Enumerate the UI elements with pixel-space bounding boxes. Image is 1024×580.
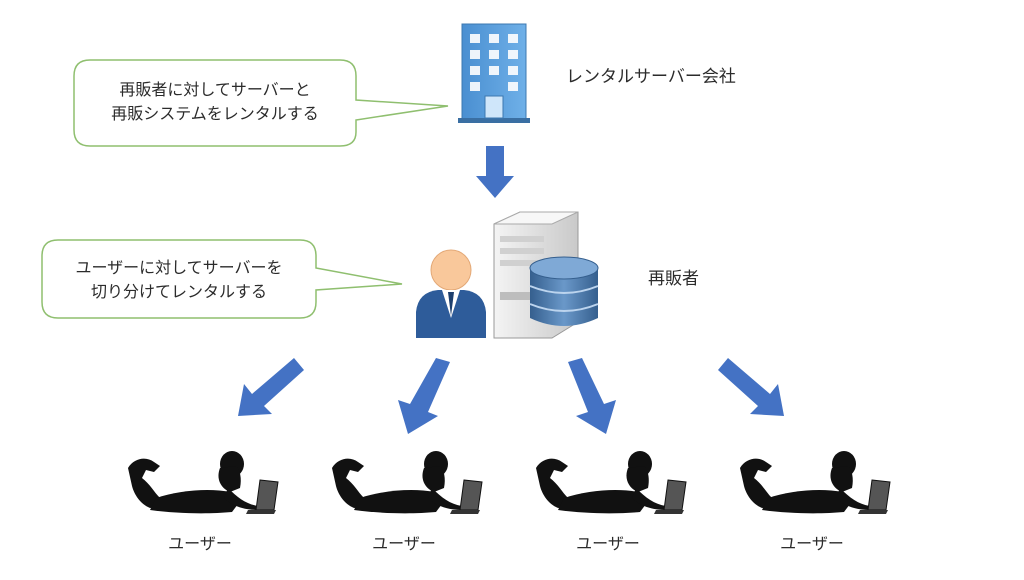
office-building-icon — [458, 23, 530, 123]
callout-top-line-2: 再販システムをレンタルする — [111, 104, 319, 123]
arrow-to-user-1 — [238, 358, 304, 416]
arrow-down-icon — [476, 146, 514, 198]
callout-mid-line-2: 切り分けてレンタルする — [90, 282, 267, 301]
callout-mid-text: ユーザーに対してサーバーを 切り分けてレンタルする — [42, 256, 316, 304]
reseller-label: 再販者 — [648, 269, 699, 289]
user-silhouette-1 — [127, 450, 279, 515]
arrow-to-user-3 — [568, 358, 616, 434]
user-silhouette-4 — [739, 450, 891, 515]
user-label-4: ユーザー — [780, 534, 844, 553]
user-silhouette-3 — [535, 450, 687, 515]
company-label: レンタルサーバー会社 — [566, 67, 736, 87]
arrow-to-user-4 — [718, 358, 784, 416]
callout-mid-line-1: ユーザーに対してサーバーを — [75, 258, 283, 277]
user-label-1: ユーザー — [168, 534, 232, 553]
reseller-person-icon — [416, 249, 486, 338]
callout-top-text: 再販者に対してサーバーと 再販システムをレンタルする — [74, 78, 356, 126]
user-label-3: ユーザー — [576, 534, 640, 553]
user-silhouette-2 — [331, 450, 483, 515]
database-icon — [529, 256, 599, 326]
arrow-to-user-2 — [398, 358, 450, 434]
callout-mid-bubble — [41, 239, 403, 319]
callout-top-bubble — [73, 59, 449, 147]
callout-top-line-1: 再販者に対してサーバーと — [119, 80, 311, 99]
user-label-2: ユーザー — [372, 534, 436, 553]
